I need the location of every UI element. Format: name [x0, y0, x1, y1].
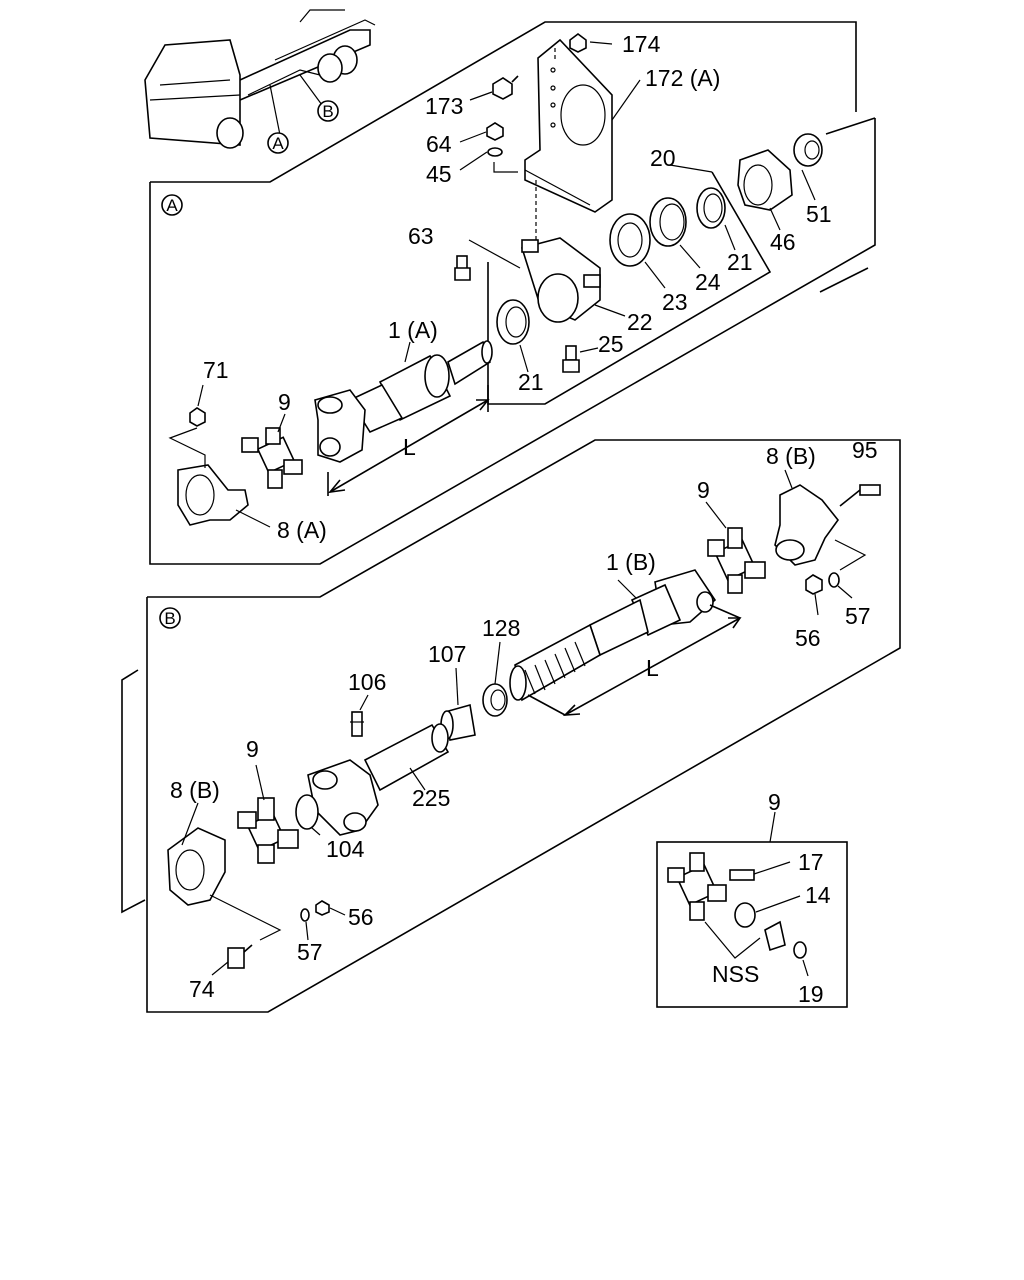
bearing-23 — [609, 213, 651, 267]
shaft-1b — [509, 569, 717, 702]
leader-lines — [181, 41, 853, 977]
label-46: 46 — [770, 229, 796, 255]
label-22: 22 — [627, 309, 653, 335]
label-107: 107 — [428, 641, 466, 667]
label-64: 64 — [426, 131, 452, 157]
section-a-marker — [161, 194, 183, 216]
label-25: 25 — [598, 331, 624, 357]
bolt-174 — [569, 33, 587, 53]
truck-location-sketch: A B — [144, 9, 376, 154]
snap-ring-19 — [793, 941, 807, 959]
universal-joint-b-bottom — [237, 797, 299, 864]
label-174: 174 — [622, 31, 661, 57]
hanger-bracket-part — [524, 38, 613, 213]
section-b-marker — [159, 607, 181, 629]
label-173: 173 — [425, 93, 463, 119]
grease-fitting-17 — [729, 869, 755, 881]
panel-a-frame — [149, 21, 876, 565]
label-63: 63 — [408, 223, 434, 249]
nss-spider-assembly — [667, 852, 727, 921]
label-57-top: 57 — [845, 603, 871, 629]
label-95: 95 — [852, 437, 878, 463]
bolt-74 — [227, 944, 253, 969]
label-225: 225 — [412, 785, 450, 811]
label-74: 74 — [189, 976, 215, 1002]
sleeve-107 — [440, 703, 476, 741]
label-56-top: 56 — [795, 625, 821, 651]
companion-flange-46 — [737, 149, 793, 211]
label-172a: 172 (A) — [645, 65, 720, 91]
bolt-25 — [562, 345, 580, 373]
label-9-d: 9 — [768, 789, 781, 815]
label-1b: 1 (B) — [606, 549, 656, 575]
bearing-housing-22 — [520, 237, 601, 323]
ring-104 — [295, 794, 319, 830]
washer-57-bottom — [300, 908, 310, 922]
seal-24 — [649, 197, 687, 247]
section-b-letter: B — [164, 609, 175, 628]
bolt-95 — [839, 484, 881, 507]
callout-b-letter: B — [322, 102, 333, 121]
label-104: 104 — [326, 836, 365, 862]
part-labels: 174 172 (A) 173 64 45 20 51 46 21 24 23 … — [170, 31, 878, 1007]
label-9-b: 9 — [697, 477, 710, 503]
shaft-1a — [314, 340, 493, 463]
universal-joint-b-top — [707, 527, 766, 594]
callout-a-letter: A — [272, 134, 284, 153]
nss-detail-box — [656, 841, 848, 1008]
bearing-cup-nss — [764, 920, 786, 952]
length-indicator-b — [527, 604, 742, 716]
nut-64 — [486, 122, 504, 141]
label-1a: 1 (A) — [388, 317, 438, 343]
bolt-63 — [454, 255, 471, 281]
label-71: 71 — [203, 357, 229, 383]
section-a-letter: A — [166, 196, 178, 215]
label-8b-top: 8 (B) — [766, 443, 816, 469]
label-128: 128 — [482, 615, 520, 641]
flange-yoke-8a — [177, 464, 249, 526]
seal-21-left — [496, 299, 530, 345]
label-19: 19 — [798, 981, 824, 1007]
seal-14 — [734, 902, 756, 928]
label-l-a: L — [403, 434, 416, 460]
label-9-a: 9 — [278, 389, 291, 415]
nut-51 — [793, 133, 823, 167]
panel-b-frame — [121, 439, 901, 1013]
label-l-b: L — [646, 655, 659, 681]
label-21-right: 21 — [727, 249, 753, 275]
fitting-106 — [350, 711, 364, 737]
label-23: 23 — [662, 289, 688, 315]
label-20: 20 — [650, 145, 676, 171]
washer-57-top — [828, 572, 840, 588]
nut-71 — [189, 407, 206, 427]
label-8a: 8 (A) — [277, 517, 327, 543]
label-106: 106 — [348, 669, 386, 695]
label-21-left: 21 — [518, 369, 544, 395]
nut-56-bottom — [315, 900, 330, 916]
ring-128 — [482, 683, 508, 717]
flange-yoke-8b-top — [774, 484, 840, 566]
slip-tube-225 — [307, 723, 450, 836]
label-nss: NSS — [712, 961, 759, 987]
label-14: 14 — [805, 882, 831, 908]
label-9-c: 9 — [246, 736, 259, 762]
label-17: 17 — [798, 849, 824, 875]
label-24: 24 — [695, 269, 721, 295]
label-51: 51 — [806, 201, 832, 227]
label-57-bottom: 57 — [297, 939, 323, 965]
universal-joint-a — [241, 427, 303, 489]
bolt-173 — [492, 75, 519, 100]
label-8b-bottom: 8 (B) — [170, 777, 220, 803]
washer-45 — [487, 147, 503, 157]
flange-yoke-8b-bottom — [167, 827, 226, 906]
length-indicator-a — [327, 385, 490, 496]
label-45: 45 — [426, 161, 452, 187]
label-56-bottom: 56 — [348, 904, 374, 930]
nut-56-top — [805, 574, 823, 595]
seal-21-right — [696, 187, 726, 229]
